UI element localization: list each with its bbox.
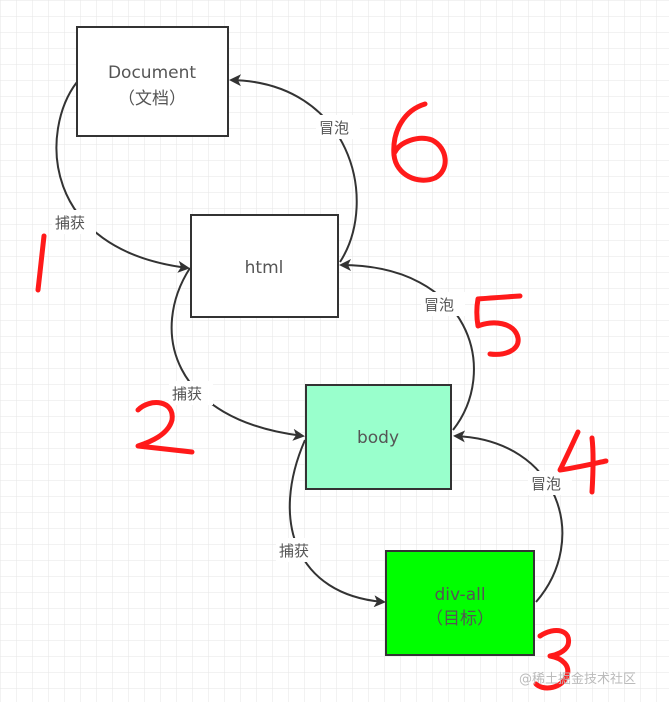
edge-label-capture-3: 捕获 [279, 542, 309, 560]
node-html-title: html [245, 258, 284, 278]
node-document: Document （文档） [76, 26, 229, 137]
step-3-mark [533, 628, 572, 691]
edge-bubble-body-html [339, 259, 475, 431]
step-annotations [35, 101, 609, 691]
step-1-mark [35, 233, 47, 293]
edge-label-bubble-4: 冒泡 [531, 475, 561, 493]
node-div-all-subtitle: （目标） [426, 609, 494, 629]
edge-label-bubble-5: 冒泡 [424, 296, 454, 314]
edge-capture-html-body [170, 267, 305, 441]
edge-label-bubble-6: 冒泡 [319, 119, 349, 137]
edge-bubble-div-body [453, 430, 564, 603]
step-4-mark [557, 429, 609, 495]
step-5-mark [474, 293, 523, 357]
edge-label-capture-2: 捕获 [172, 385, 202, 403]
node-html: html [190, 214, 339, 318]
step-6-mark [391, 101, 448, 183]
node-document-title: Document [108, 63, 196, 83]
edge-bubble-html-document [229, 74, 358, 263]
step-2-mark [135, 400, 195, 455]
node-div-all: div-all （目标） [385, 550, 535, 656]
edge-capture-document-html [55, 81, 190, 273]
node-body: body [305, 384, 452, 490]
node-body-title: body [357, 428, 399, 448]
watermark-text: @稀土掘金技术社区 [519, 671, 636, 687]
node-document-subtitle: （文档） [118, 89, 186, 109]
node-div-all-title: div-all [434, 585, 485, 605]
edge-label-capture-1: 捕获 [55, 214, 85, 232]
